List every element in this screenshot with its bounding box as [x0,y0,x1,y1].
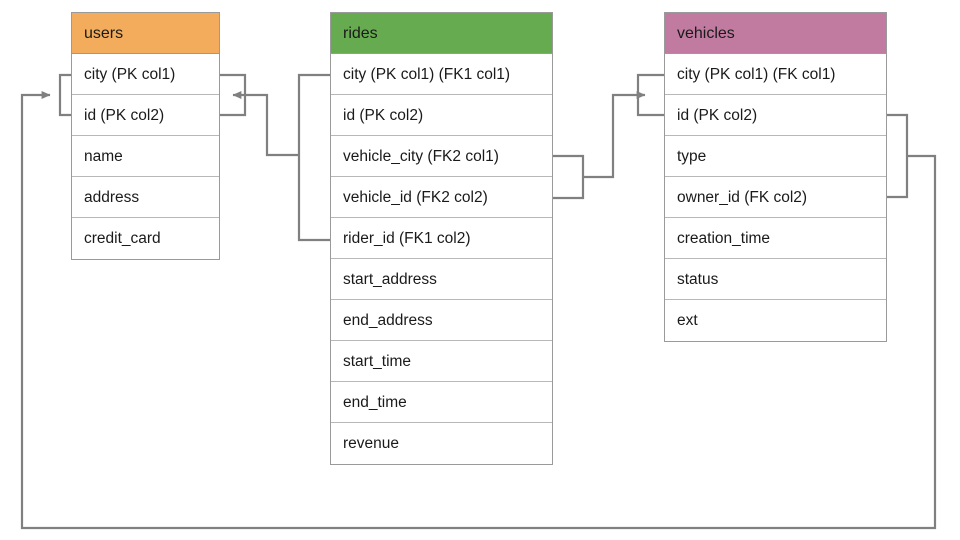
table-rides-column-city[interactable]: city (PK col1) (FK1 col1) [331,54,552,95]
edge-rides-rider-to-users [220,73,330,242]
table-rides-column-vehicle-city[interactable]: vehicle_city (FK2 col1) [331,136,552,177]
table-rides-column-end-address[interactable]: end_address [331,300,552,341]
table-vehicles-column-id[interactable]: id (PK col2) [665,95,886,136]
table-vehicles-column-city[interactable]: city (PK col1) (FK col1) [665,54,886,95]
table-vehicles-title: vehicles [665,13,886,54]
table-rides-column-end-time[interactable]: end_time [331,382,552,423]
edge-stem-rides-fk1 [232,91,299,157]
table-rides-column-start-time[interactable]: start_time [331,341,552,382]
table-users-title: users [72,13,219,54]
table-rides-column-rider-id[interactable]: rider_id (FK1 col2) [331,218,552,259]
edge-target-bracket-vehicles-left [636,73,664,117]
table-rides-title: rides [331,13,552,54]
table-rides-column-id[interactable]: id (PK col2) [331,95,552,136]
table-rides-column-revenue[interactable]: revenue [331,423,552,464]
table-users-column-city[interactable]: city (PK col1) [72,54,219,95]
edge-source-bracket-vehicles-right [887,113,909,199]
edge-stem-rides-fk2 [583,91,646,179]
table-users[interactable]: users city (PK col1) id (PK col2) name a… [71,12,220,260]
table-users-column-credit-card[interactable]: credit_card [72,218,219,259]
table-vehicles-column-ext[interactable]: ext [665,300,886,341]
edge-rides-vehicle-to-vehicles [553,73,664,200]
table-vehicles[interactable]: vehicles city (PK col1) (FK col1) id (PK… [664,12,887,342]
edge-source-bracket-rides-fk2 [553,154,585,200]
table-vehicles-column-owner-id[interactable]: owner_id (FK col2) [665,177,886,218]
table-vehicles-column-status[interactable]: status [665,259,886,300]
table-vehicles-column-type[interactable]: type [665,136,886,177]
table-vehicles-column-creation-time[interactable]: creation_time [665,218,886,259]
table-users-column-address[interactable]: address [72,177,219,218]
edge-source-bracket-rides-fk1 [297,73,330,242]
table-users-column-id[interactable]: id (PK col2) [72,95,219,136]
table-rides-column-vehicle-id[interactable]: vehicle_id (FK2 col2) [331,177,552,218]
edge-target-bracket-users-left [58,73,71,117]
table-rides-column-start-address[interactable]: start_address [331,259,552,300]
table-rides[interactable]: rides city (PK col1) (FK1 col1) id (PK c… [330,12,553,465]
edge-target-bracket-users-right [220,73,247,117]
table-users-column-name[interactable]: name [72,136,219,177]
